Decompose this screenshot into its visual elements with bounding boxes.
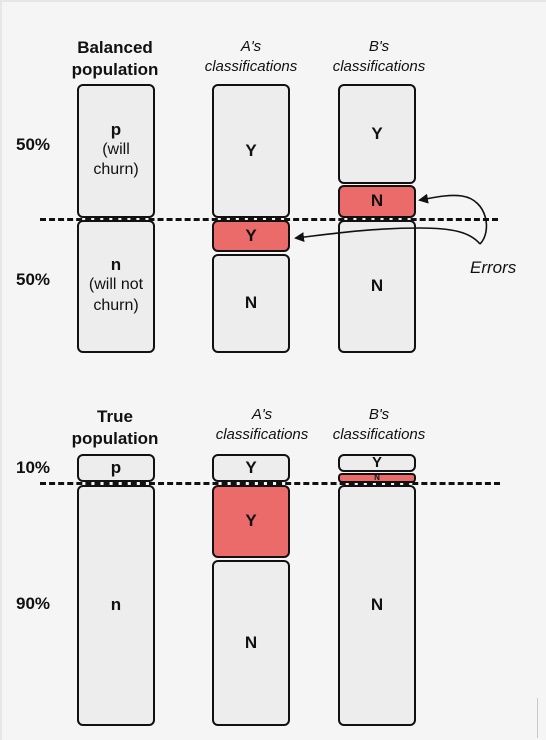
threshold-line-bottom xyxy=(40,482,500,485)
b-n-error-label: N xyxy=(370,191,384,211)
b-bottom-n-error-label: N xyxy=(374,472,380,482)
arrow-to-a-error xyxy=(294,227,481,245)
pct-bottom-positive: 10% xyxy=(16,458,51,477)
b-classifications-header-bottom: B's classifications xyxy=(332,406,426,443)
population-n-box: n (will not churn) xyxy=(77,220,155,353)
b-bottom-y-correct-box: Y xyxy=(338,454,416,472)
a-classifications-header-bottom: A's classifications xyxy=(215,406,309,443)
b-n-error-box: N xyxy=(338,185,416,218)
a-bottom-y-error-box: Y xyxy=(212,485,290,558)
a-classifications-header-top: A's classifications xyxy=(204,38,298,75)
true-population-p-box: p xyxy=(77,454,155,482)
true-population-n-box: n xyxy=(77,485,155,726)
frame-top-edge xyxy=(0,0,546,2)
b-n-correct-box: N xyxy=(338,220,416,353)
population-p-box: p (will churn) xyxy=(77,84,155,218)
frame-left-edge xyxy=(0,0,2,740)
pct-top-positive: 50% xyxy=(16,135,51,154)
a-n-correct-box: N xyxy=(212,254,290,353)
a-y-error-label: Y xyxy=(245,225,257,245)
b-bottom-n-correct-box: N xyxy=(338,485,416,726)
errors-label: Errors xyxy=(470,258,517,277)
threshold-line-top xyxy=(40,218,498,221)
b-bottom-y-correct-label: Y xyxy=(371,453,382,471)
true-n-letter: n xyxy=(110,595,122,615)
p-letter: p xyxy=(110,119,122,139)
a-bottom-y-correct-label: Y xyxy=(245,457,257,477)
b-n-correct-label: N xyxy=(370,276,384,296)
b-y-correct-label: Y xyxy=(371,123,383,143)
a-n-correct-label: N xyxy=(244,293,258,313)
b-bottom-n-correct-label: N xyxy=(370,595,384,615)
pct-top-negative: 50% xyxy=(16,270,51,289)
true-p-letter: p xyxy=(110,457,122,477)
a-bottom-y-correct-box: Y xyxy=(212,454,290,482)
b-y-correct-box: Y xyxy=(338,84,416,184)
a-bottom-n-correct-label: N xyxy=(244,632,258,652)
true-population-header: True population xyxy=(71,407,159,448)
arrow-to-b-error xyxy=(418,193,488,245)
a-bottom-n-correct-box: N xyxy=(212,560,290,726)
p-description: (will churn) xyxy=(93,140,139,179)
frame-right-edge xyxy=(537,698,538,738)
balanced-population-header: Balanced population xyxy=(71,38,159,79)
a-bottom-y-error-label: Y xyxy=(245,511,257,531)
pct-bottom-negative: 90% xyxy=(16,594,51,613)
n-description: (will not churn) xyxy=(88,276,144,314)
a-y-correct-box: Y xyxy=(212,84,290,218)
n-letter: n xyxy=(110,255,122,275)
a-y-correct-label: Y xyxy=(245,140,257,160)
b-classifications-header-top: B's classifications xyxy=(332,38,426,75)
a-y-error-box: Y xyxy=(212,220,290,252)
